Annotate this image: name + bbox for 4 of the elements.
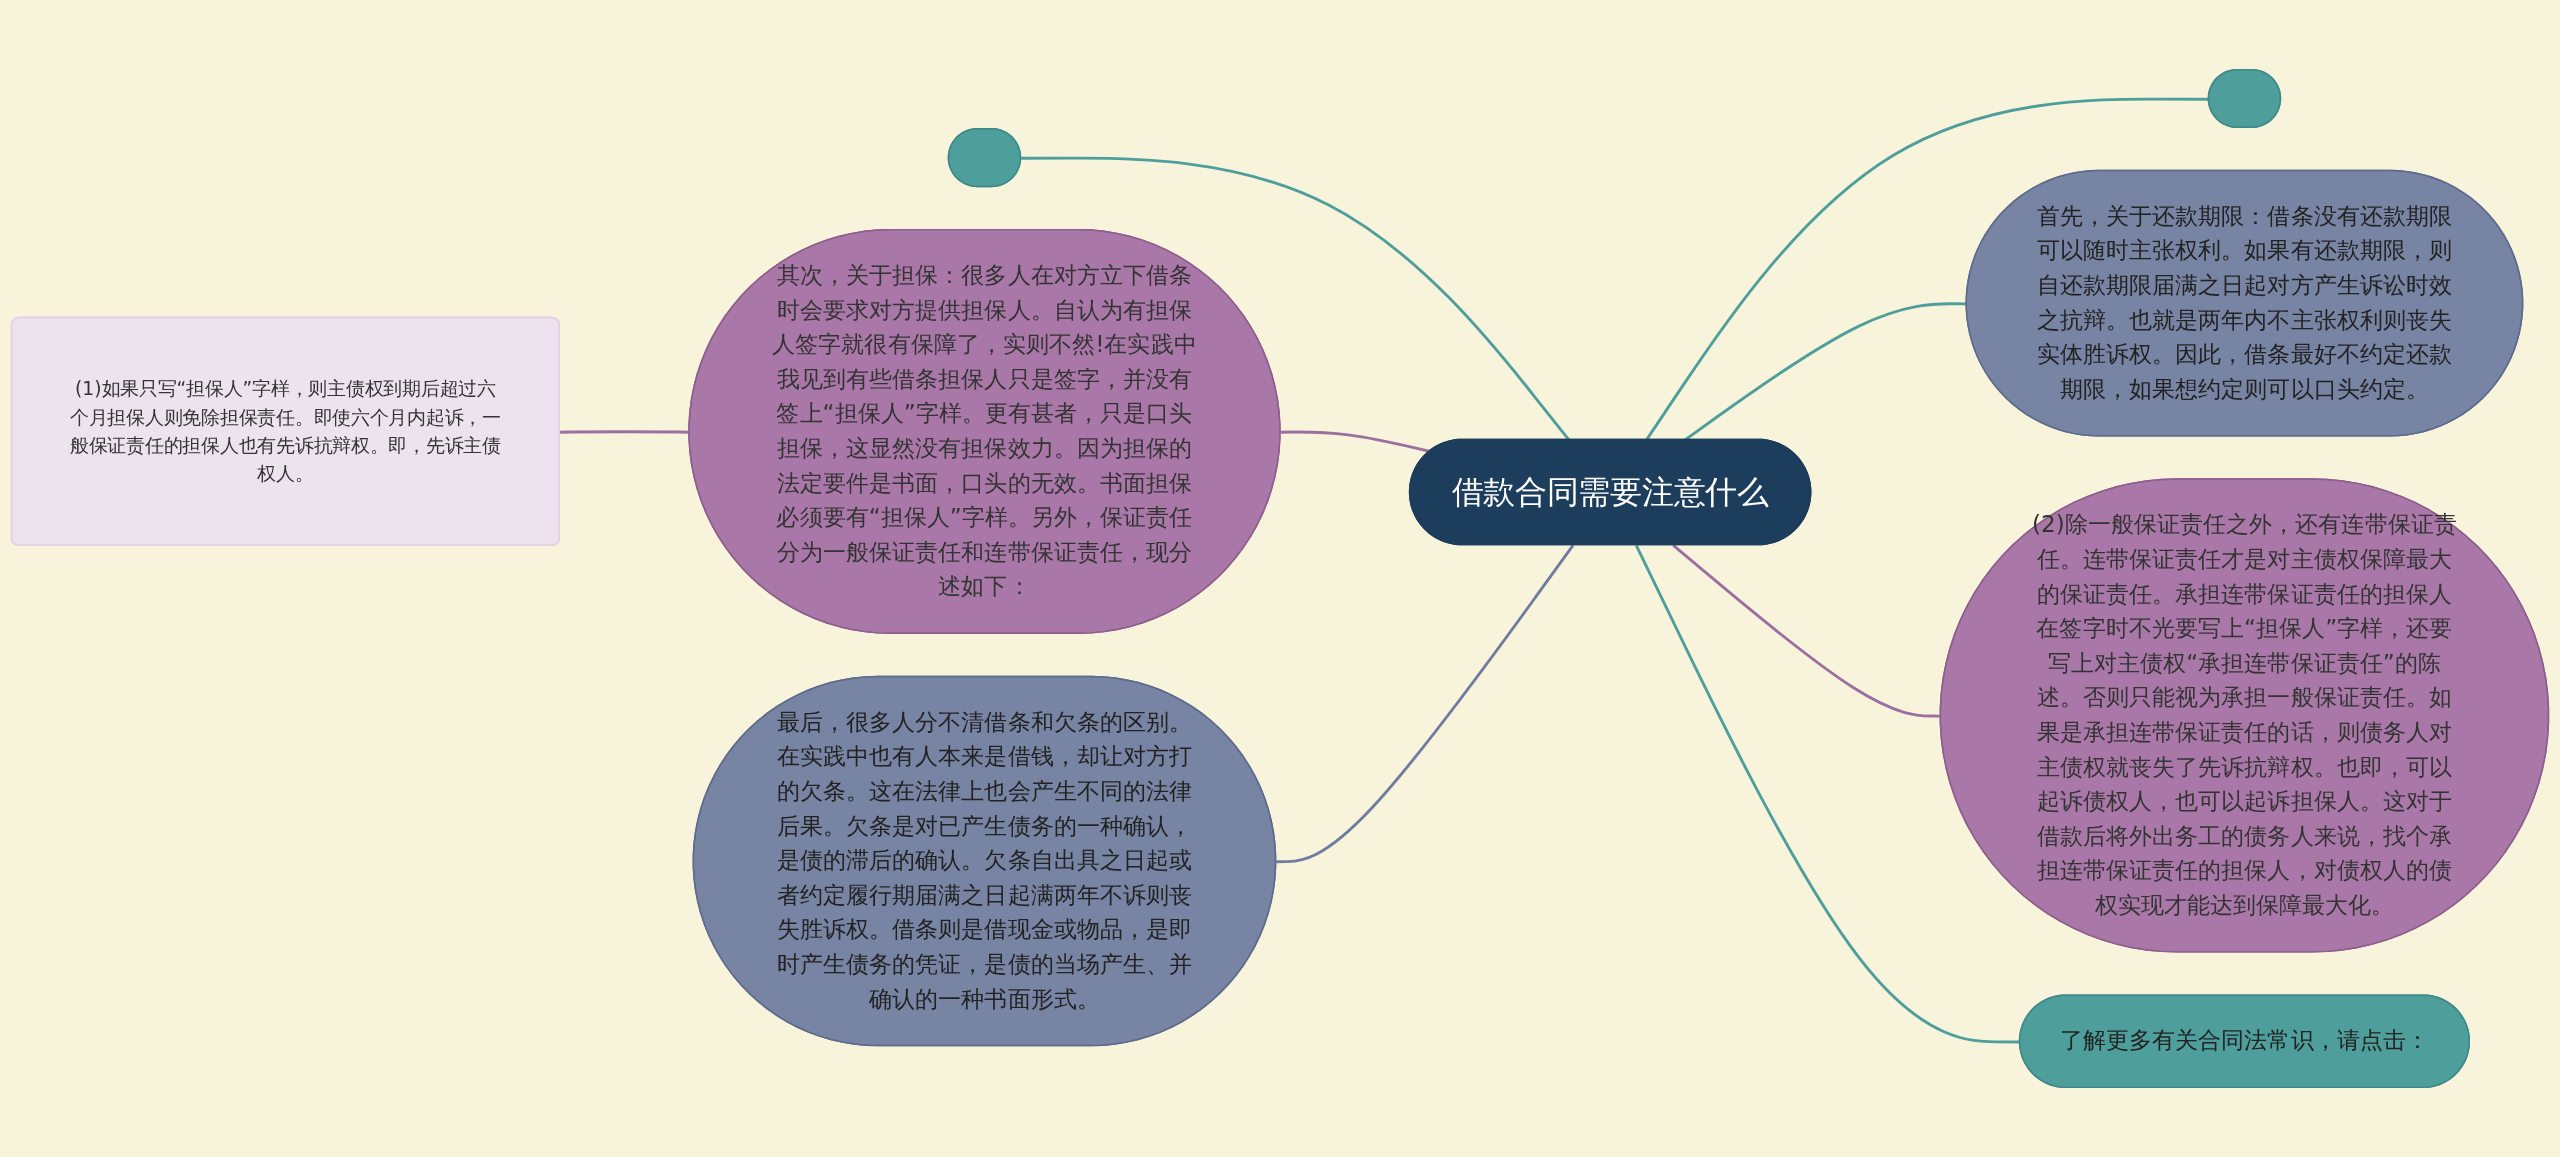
connector <box>1276 544 1575 864</box>
connector <box>1280 430 1431 453</box>
connector <box>1021 156 1571 441</box>
connector <box>560 430 690 434</box>
